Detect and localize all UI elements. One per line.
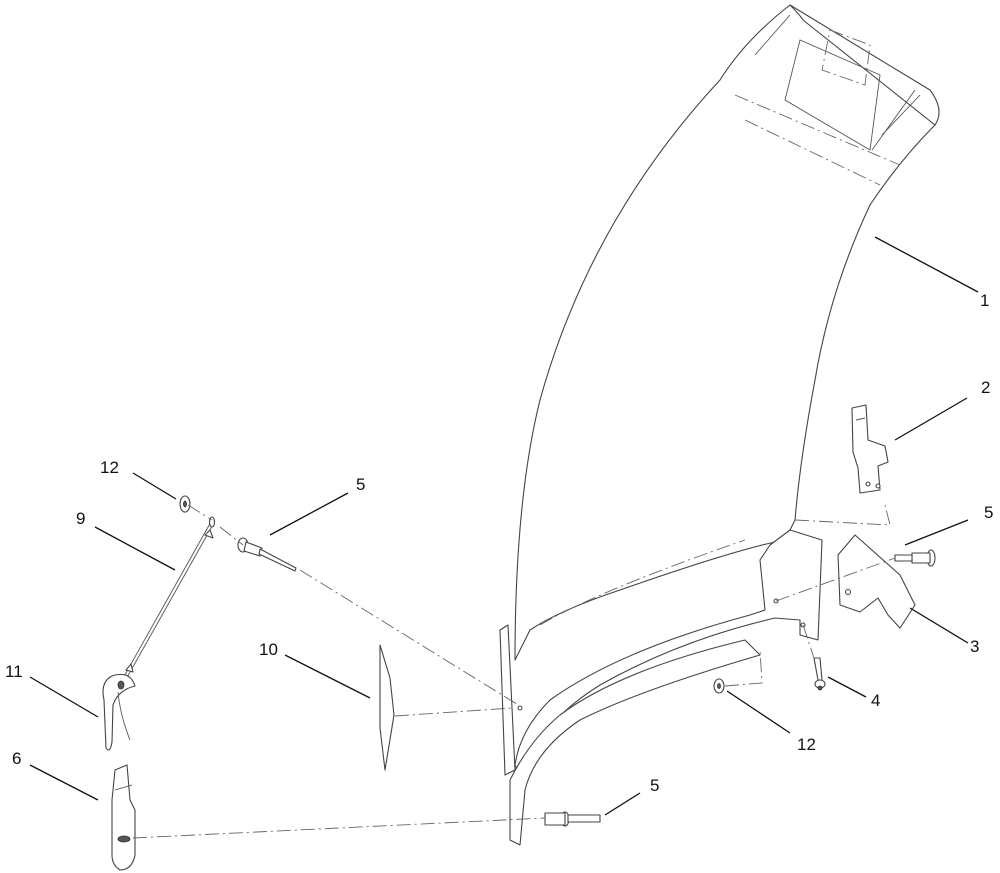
part-12-washer-upper: [179, 495, 191, 513]
callout-2: 2: [981, 378, 990, 397]
part-11-clip: [102, 673, 136, 751]
part-1-chute: [514, 4, 940, 661]
part-12-washer-lower: [713, 678, 725, 694]
callout-5-lower: 5: [650, 776, 659, 795]
part-5-rivet-upper: [237, 537, 297, 572]
chute-mount-bracket: [499, 529, 823, 846]
part-6-handle: [111, 764, 136, 871]
part-9-cable: [121, 516, 216, 682]
callout-labels: 1 2 3 4 5 5 5 6 9 10 11 12 12: [5, 291, 993, 795]
callout-1: 1: [980, 291, 989, 310]
callout-3: 3: [970, 637, 979, 656]
callout-11: 11: [5, 662, 23, 681]
part-5-rivet-lower: [544, 811, 601, 827]
part-3-plate: [837, 534, 916, 629]
callout-5-upper: 5: [356, 475, 365, 494]
callout-6: 6: [12, 749, 21, 768]
callout-10: 10: [259, 640, 278, 659]
callout-4: 4: [871, 691, 880, 710]
callout-12-lower: 12: [797, 735, 816, 754]
leader-lines: [29, 236, 979, 816]
part-5-rivet-right: [894, 549, 936, 567]
part-10-deflector: [379, 644, 395, 771]
callout-5-right: 5: [984, 503, 993, 522]
part-2-bracket: [851, 404, 889, 494]
callout-9: 9: [76, 509, 85, 528]
part-4-rivet: [813, 657, 826, 691]
assembly-centerlines: [132, 504, 896, 839]
callout-12-upper: 12: [100, 458, 119, 477]
